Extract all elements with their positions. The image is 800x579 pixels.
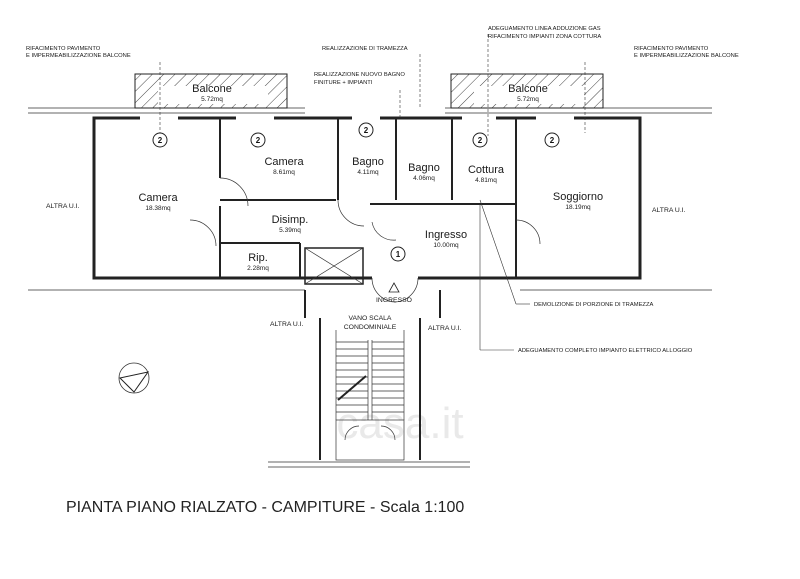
marker-2-label: 2 — [550, 136, 555, 145]
ingresso-entry-label: INGRESSO — [376, 297, 412, 304]
door-swings — [189, 177, 541, 303]
room-name: Cottura — [468, 164, 505, 176]
room-area: 18.19mq — [565, 204, 591, 211]
room-area: 5.39mq — [279, 227, 301, 234]
room-name: Balcone — [508, 83, 548, 95]
leader-lines — [159, 34, 586, 351]
marker-2-label: 2 — [364, 126, 369, 135]
drawing-title: PIANTA PIANO RIALZATO - CAMPITURE - Scal… — [66, 499, 464, 516]
room-name: Balcone — [192, 83, 232, 95]
note-bagno: REALIZZAZIONE NUOVO BAGNO — [314, 72, 405, 78]
room-name: Ingresso — [425, 229, 467, 241]
lift-shaft — [304, 247, 364, 285]
note-gas: RIFACIMENTO IMPIANTI ZONA COTTURA — [488, 34, 601, 40]
room-name: Bagno — [352, 156, 384, 168]
intervention-markers: 2 2 2 2 2 1 — [152, 122, 560, 262]
room-name: Camera — [264, 156, 304, 168]
altra-ui-label: ALTRA U.I. — [46, 203, 80, 210]
marker-2-label: 2 — [158, 136, 163, 145]
marker-1-label: 1 — [396, 250, 401, 259]
note-bagno: FINITURE + IMPIANTI — [314, 80, 373, 86]
note-tramezza: REALIZZAZIONE DI TRAMEZZA — [322, 46, 408, 52]
entry-arrow-icon — [388, 282, 400, 293]
note-demolizione: DEMOLIZIONE DI PORZIONE DI TRAMEZZA — [534, 302, 654, 308]
room-name: Rip. — [248, 252, 268, 264]
room-name: Camera — [138, 192, 178, 204]
altra-ui-label: ALTRA U.I. — [270, 321, 304, 328]
room-area: 8.61mq — [273, 169, 295, 176]
room-area: 18.38mq — [145, 205, 171, 212]
marker-2-label: 2 — [256, 136, 261, 145]
note-balcone-left: RIFACIMENTO PAVIMENTO — [26, 46, 101, 52]
room-area: 4.11mq — [357, 169, 379, 176]
room-area: 4.06mq — [413, 175, 435, 182]
balcone-left — [134, 73, 288, 109]
north-arrow-icon — [118, 362, 150, 394]
altra-ui-label: ALTRA U.I. — [428, 325, 462, 332]
room-area: 5.72mq — [201, 96, 223, 103]
room-area: 2.28mq — [247, 265, 269, 272]
annotation-notes: RIFACIMENTO PAVIMENTO E IMPERMEABILIZZAZ… — [26, 26, 739, 354]
apartment-walls — [92, 115, 642, 281]
room-name: Disimp. — [272, 214, 309, 226]
note-gas: ADEGUAMENTO LINEA ADDUZIONE GAS — [488, 26, 601, 32]
room-area: 4.81mq — [475, 177, 497, 184]
marker-2-label: 2 — [478, 136, 483, 145]
context-labels: ALTRA U.I. ALTRA U.I. ALTRA U.I. ALTRA U… — [46, 203, 686, 332]
note-elettrico: ADEGUAMENTO COMPLETO IMPIANTO ELETTRICO … — [518, 348, 693, 354]
note-balcone-right: E IMPERMEABILIZZAZIONE BALCONE — [634, 53, 739, 59]
stairwell — [268, 290, 470, 468]
room-labels: Balcone 5.72mq Balcone 5.72mq Camera 8.6… — [138, 83, 603, 272]
room-area: 5.72mq — [517, 96, 539, 103]
note-balcone-left: E IMPERMEABILIZZAZIONE BALCONE — [26, 53, 131, 59]
room-area: 10.00mq — [433, 242, 459, 249]
balcone-right — [450, 73, 604, 109]
room-name: Bagno — [408, 162, 440, 174]
vano-scala-label: VANO SCALA — [349, 315, 392, 322]
altra-ui-label: ALTRA U.I. — [652, 207, 686, 214]
watermark: casa.it — [336, 399, 463, 448]
room-name: Soggiorno — [553, 191, 603, 203]
vano-scala-label: CONDOMINIALE — [344, 324, 397, 331]
note-balcone-right: RIFACIMENTO PAVIMENTO — [634, 46, 709, 52]
